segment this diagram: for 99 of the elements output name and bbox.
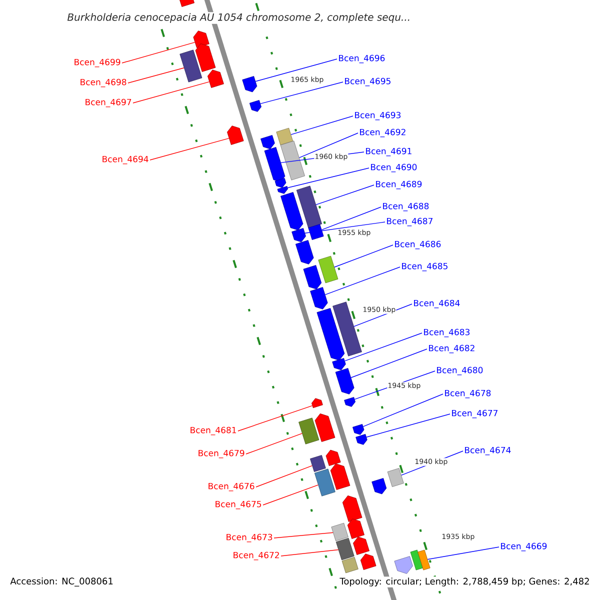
- leader-line: [350, 348, 428, 378]
- gene-block: [336, 538, 354, 560]
- gene-block: [308, 224, 324, 240]
- leader-line: [238, 405, 313, 432]
- gene-pentagon: [207, 70, 224, 88]
- gene-pentagon: [227, 126, 244, 145]
- gene-block: [310, 455, 326, 472]
- gene-pentagon: [326, 450, 341, 466]
- leader-line: [246, 433, 302, 454]
- leader-line: [262, 484, 318, 506]
- leader-line: [256, 465, 312, 488]
- gene-pentagon: [292, 228, 306, 242]
- gene-block: [418, 550, 430, 570]
- gene-label: Bcen_4697: [86, 98, 132, 108]
- leader-line: [128, 68, 184, 84]
- gene-pentagon: [360, 554, 376, 570]
- leader-line: [260, 82, 344, 104]
- gene-pentagon: [274, 178, 286, 188]
- gene-label: Bcen_4691: [366, 148, 412, 156]
- leader-line: [150, 138, 230, 160]
- gene-label: Bcen_4680: [437, 366, 483, 376]
- gene-pentagon: [180, 0, 194, 7]
- gene-label: Bcen_4695: [345, 78, 390, 86]
- leader-line: [344, 332, 422, 362]
- gene-pentagon: [352, 424, 364, 435]
- gene-pentagon: [277, 186, 288, 194]
- gene-label: Bcen_4696: [339, 54, 385, 64]
- gene-pentagon: [249, 100, 262, 112]
- gene-label: Bcen_4672: [234, 552, 279, 560]
- gene-block: [276, 128, 294, 146]
- gene-label: Bcen_4683: [424, 328, 470, 338]
- gene-block: [342, 556, 358, 574]
- gene-pentagon: [242, 76, 258, 92]
- gene-pentagon: [353, 536, 370, 555]
- title: Burkholderia cenocepacia AU 1054 chromosome 2, complete sequ...: [66, 12, 412, 24]
- gene-label: Bcen_4699: [74, 58, 120, 68]
- gene-pentagon: [312, 398, 323, 408]
- leader-line: [321, 206, 382, 230]
- gene-label: Bcen_4676: [208, 482, 254, 492]
- leader-line: [427, 546, 500, 560]
- gene-pentagon: [314, 413, 336, 442]
- gene-label: Bcen_4698: [80, 78, 126, 88]
- gene-label: Bcen_4682: [429, 344, 474, 354]
- summary-text: Topology: circular; Length: 2,788,459 bp; Genes: 2,482: [338, 576, 591, 588]
- gene-block: [180, 50, 202, 82]
- gene-pentagon: [394, 556, 413, 574]
- leader-line: [274, 532, 334, 538]
- gene-pentagon: [356, 434, 368, 445]
- gene-block: [296, 186, 322, 228]
- leader-line: [287, 168, 370, 188]
- leader-line: [280, 549, 339, 556]
- gene-block: [318, 256, 338, 284]
- gene-pentagon: [303, 265, 322, 290]
- leader-line: [298, 132, 358, 158]
- leader-line: [334, 244, 394, 268]
- gene-pentagon: [347, 518, 364, 539]
- gene-label: Bcen_4684: [414, 300, 460, 308]
- gene-pentagon: [332, 358, 346, 370]
- leader-line: [362, 394, 444, 427]
- gene-block: [332, 302, 362, 356]
- gene-pentagon: [193, 30, 210, 48]
- leader-line: [316, 184, 374, 206]
- gene-label: Bcen_4685: [402, 262, 448, 272]
- gene-block: [314, 468, 336, 496]
- gene-label: Bcen_4679: [198, 450, 244, 458]
- gene-label: Bcen_4692: [360, 128, 406, 138]
- gene-label: Bcen_4693: [355, 112, 401, 120]
- leader-line: [290, 116, 354, 135]
- accession-text: Accession: NC_008061: [9, 576, 114, 588]
- leader-line: [255, 58, 338, 82]
- gene-label: Bcen_4688: [383, 202, 429, 212]
- leader-line: [304, 222, 386, 234]
- gene-pentagon: [316, 308, 345, 361]
- gene-pentagon: [260, 135, 275, 150]
- leader-line: [324, 266, 400, 296]
- gene-label: Bcen_4690: [371, 164, 417, 172]
- gene-label: Bcen_4678: [445, 390, 491, 398]
- gene-block: [387, 468, 404, 487]
- gene-block: [331, 522, 348, 542]
- gene-label: Bcen_4687: [387, 218, 432, 226]
- gene-label: Bcen_4681: [190, 426, 236, 436]
- gene-label: Bcen_4677: [452, 410, 498, 418]
- gene-pentagon: [372, 478, 387, 494]
- gene-block: [280, 140, 305, 180]
- gene-label: Bcen_4673: [226, 534, 272, 542]
- leader-line: [132, 81, 210, 104]
- gene-pentagon: [344, 397, 356, 407]
- leader-line: [366, 414, 450, 438]
- gene-pentagon: [310, 287, 328, 310]
- leader-line: [122, 42, 196, 64]
- gene-label: Bcen_4689: [376, 180, 422, 190]
- gene-block: [410, 550, 423, 570]
- gene-label: Bcen_4694: [102, 156, 148, 164]
- gene-label: Bcen_4675: [216, 500, 262, 510]
- gene-label: Bcen_4669: [501, 542, 547, 552]
- gene-label: Bcen_4686: [395, 240, 441, 250]
- gene-pentagon: [342, 495, 362, 522]
- gene-block: [298, 418, 320, 444]
- gene-label: Bcen_4674: [465, 446, 511, 456]
